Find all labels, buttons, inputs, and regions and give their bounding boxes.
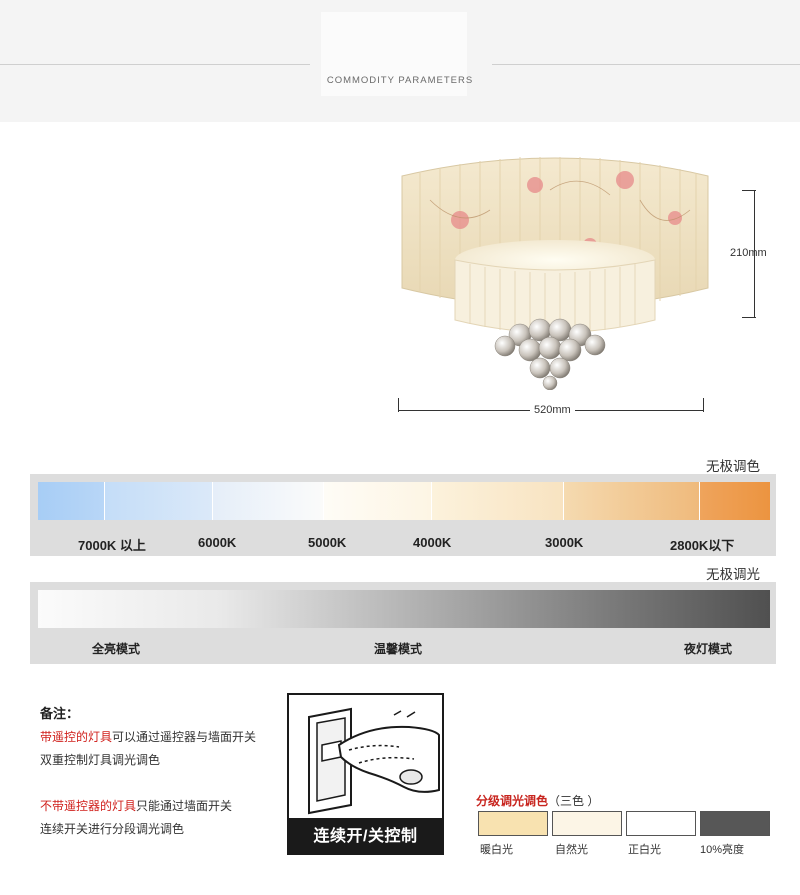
color-temp-label: 3000K	[545, 535, 584, 550]
color-temp-segment	[38, 482, 105, 520]
color-temp-label: 2800K以下	[670, 538, 735, 553]
color-temp-bar	[38, 482, 770, 520]
brightness-label-warm: 温馨模式	[374, 642, 423, 656]
swatch-label-warm-white: 暖白光	[480, 844, 513, 856]
note-line-no-remote: 不带遥控器的灯具只能通过墙面开关	[40, 799, 233, 813]
brightness-label-night: 夜灯模式	[684, 642, 733, 656]
color-temp-segment	[324, 482, 432, 520]
swatch-label-natural-light: 自然光	[555, 844, 588, 856]
swatch-label-ten-percent: 10%亮度	[700, 844, 745, 856]
height-dimension-line	[742, 190, 756, 318]
swatch-warm-white	[478, 811, 548, 836]
section-title-commodity: COMMODITY PARAMETERS	[326, 75, 474, 86]
notes-title: 备注：	[40, 706, 80, 721]
ceiling-lamp-image	[401, 157, 709, 390]
color-temp-segment	[213, 482, 324, 520]
color-temp-label: 4000K	[413, 535, 452, 550]
width-dimension-label: 520mm	[530, 404, 575, 416]
swatch-label-cool-white: 正白光	[628, 844, 661, 856]
tri-color-title: 分级调光调色（三色 ）	[476, 794, 600, 808]
color-temp-label: 6000K	[198, 535, 237, 550]
brightness-title: 无极调光	[706, 567, 760, 582]
color-temp-title: 无极调色	[706, 459, 760, 474]
color-temp-segment	[700, 482, 770, 520]
note-line-remote: 带遥控的灯具可以通过遥控器与墙面开关	[40, 730, 257, 744]
header-divider-right	[492, 64, 800, 65]
brightness-label-full: 全亮模式	[92, 642, 141, 656]
header-divider-left	[0, 64, 310, 65]
swatch-cool-white	[626, 811, 696, 836]
height-dimension-label: 210mm	[730, 247, 767, 259]
color-temp-label: 7000K 以上	[78, 538, 146, 553]
color-temp-label: 5000K	[308, 535, 347, 550]
note-line-dual-control: 双重控制灯具调光调色	[40, 753, 161, 767]
color-temp-segment	[105, 482, 213, 520]
hand-pressing-switch-icon	[308, 707, 440, 815]
color-temp-segment	[432, 482, 564, 520]
brightness-gradient-bar	[38, 590, 770, 628]
note-line-segmented: 连续开关进行分段调光调色	[40, 822, 185, 836]
header-band: COMMODITY PARAMETERS	[0, 0, 800, 122]
color-temp-segment	[564, 482, 700, 520]
switch-caption: 连续开/关控制	[287, 818, 444, 855]
swatch-ten-percent	[700, 811, 770, 836]
swatch-natural-light	[552, 811, 622, 836]
header-tab	[321, 12, 467, 96]
